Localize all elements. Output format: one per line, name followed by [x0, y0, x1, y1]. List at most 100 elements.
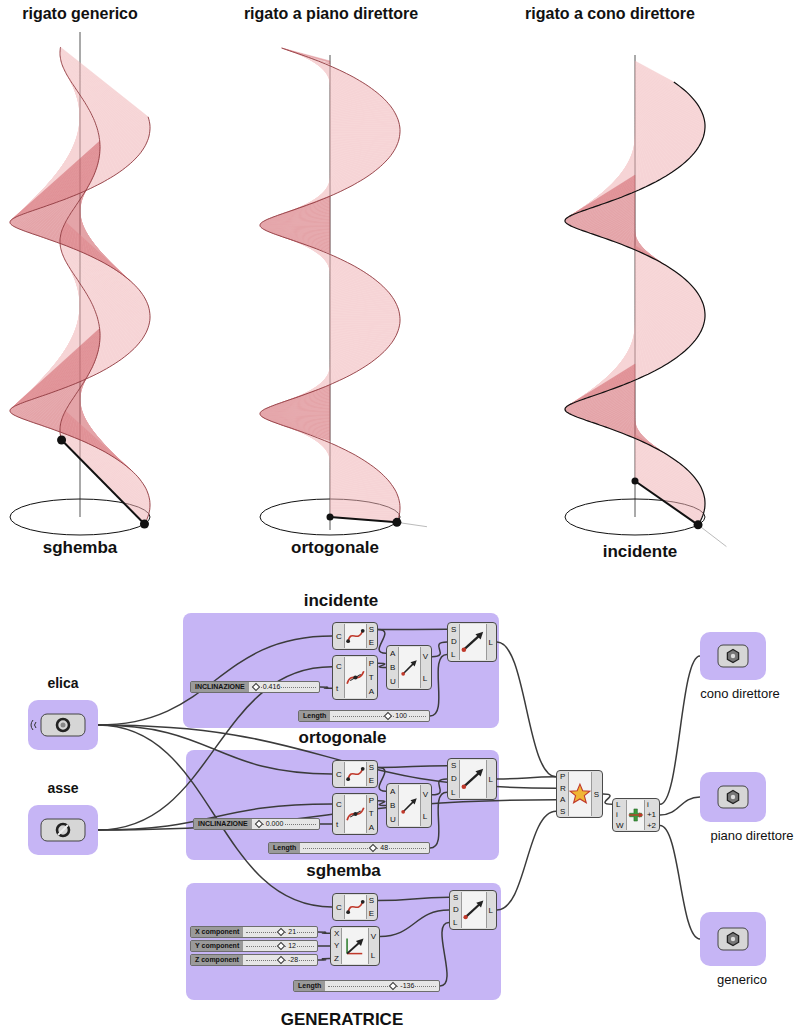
vector-icon — [403, 801, 413, 811]
input-port: i — [616, 810, 624, 819]
wire — [378, 630, 386, 654]
generatrix-point — [327, 514, 334, 521]
surface-strip — [60, 431, 150, 510]
number-slider: Length48 — [268, 842, 430, 854]
slider-name: INCLINAZIONE — [194, 819, 252, 829]
slider-value: -136 — [399, 981, 415, 991]
component-icon — [627, 800, 644, 830]
group-heading: ortogonale — [296, 728, 390, 747]
output-port: S — [594, 790, 599, 799]
output-ports: VL — [421, 784, 431, 827]
slider-grip — [384, 712, 392, 720]
figure-label: incidente — [603, 542, 678, 561]
component-icon-area — [344, 895, 367, 919]
vector-head — [356, 938, 364, 946]
surface-strip — [635, 232, 639, 252]
surface-strip — [60, 430, 150, 507]
figure-label: ortogonale — [291, 538, 379, 557]
component-icon — [460, 760, 486, 798]
surface-strip — [60, 55, 150, 134]
axis-icon — [347, 953, 362, 955]
slider-name: Length — [299, 711, 330, 721]
input-port: D — [451, 637, 457, 646]
geometry-icon — [731, 937, 735, 941]
input-parameter: asse — [28, 805, 98, 855]
wire — [318, 945, 330, 947]
surface-strip — [61, 61, 147, 146]
output-port: L — [371, 951, 376, 960]
input-port: D — [453, 905, 459, 914]
vector-icon — [347, 942, 360, 953]
wireless-icon — [35, 722, 37, 728]
output-port: T — [369, 673, 374, 682]
output-ports: L — [487, 623, 496, 661]
helicoid-illustrations — [0, 0, 805, 575]
output-ports: SE — [367, 623, 377, 649]
wire — [378, 766, 447, 768]
output-ports: VL — [369, 927, 379, 965]
slider-grip — [255, 820, 263, 828]
figure-label: sghemba — [43, 538, 118, 557]
input-ports: C — [333, 894, 344, 920]
base-circle — [260, 499, 400, 535]
input-ports: LiW — [613, 799, 626, 831]
surface-strip — [60, 239, 150, 314]
gh-component: CSE — [332, 622, 378, 650]
surface-front — [565, 175, 667, 454]
number-slider: Length100 — [298, 710, 430, 722]
input-ports: Ct — [333, 656, 344, 699]
surface-strip — [260, 226, 330, 229]
wire — [378, 768, 386, 792]
arrow-icon — [628, 814, 640, 815]
generatrix-line — [62, 440, 145, 524]
gh-component: SDLL — [447, 622, 497, 662]
point-icon — [461, 784, 466, 789]
point-icon — [346, 639, 350, 643]
helicoid-cone-director — [565, 55, 726, 547]
surface-strip — [60, 53, 150, 131]
output-ports: i+1+2 — [645, 799, 659, 831]
output-port: V — [423, 652, 428, 661]
output-port: L — [423, 812, 428, 821]
figure-label-wrap: rigato a cono direttore — [460, 4, 760, 23]
input-port: A — [390, 649, 396, 658]
surface-front — [260, 48, 330, 441]
input-port: X — [334, 929, 339, 938]
line-head — [475, 632, 483, 640]
slider-value: 0.416 — [262, 682, 282, 692]
output-port: P — [369, 659, 374, 668]
output-port: S — [369, 896, 374, 905]
input-ports: PRAS — [557, 771, 568, 817]
surface-strip — [635, 61, 677, 84]
parameter-capsule — [718, 786, 748, 808]
surface-strip — [11, 328, 100, 408]
wire — [497, 811, 556, 910]
component-icon — [342, 928, 367, 964]
surface-back — [568, 61, 705, 525]
input-port: B — [390, 663, 396, 672]
wire — [440, 923, 449, 986]
slider-grip — [389, 982, 397, 990]
number-slider: INCLINAZIONE0.000 — [193, 818, 320, 830]
vector-icon — [403, 663, 413, 673]
output-port: +2 — [647, 821, 656, 830]
geometry-icon — [731, 654, 735, 658]
component-icon — [399, 647, 420, 688]
point-icon — [463, 915, 467, 919]
wire — [603, 794, 612, 804]
input-port: C — [336, 662, 342, 671]
line-icon — [464, 773, 479, 787]
output-ports: SE — [367, 761, 377, 787]
surface-strip — [60, 429, 150, 505]
component-group: sghembaCSEX component21Y component12Z co… — [186, 883, 501, 1000]
component-icon — [399, 785, 420, 826]
slider-name: X component — [191, 927, 243, 937]
component-icon-area — [459, 624, 487, 660]
figure-label-wrap: sghemba — [0, 538, 230, 558]
point-icon — [353, 675, 357, 679]
slider-value: 12 — [287, 941, 297, 951]
input-port: S — [451, 625, 457, 634]
input-port: t — [336, 820, 342, 829]
output-label-wrap: cono direttore — [640, 686, 805, 702]
